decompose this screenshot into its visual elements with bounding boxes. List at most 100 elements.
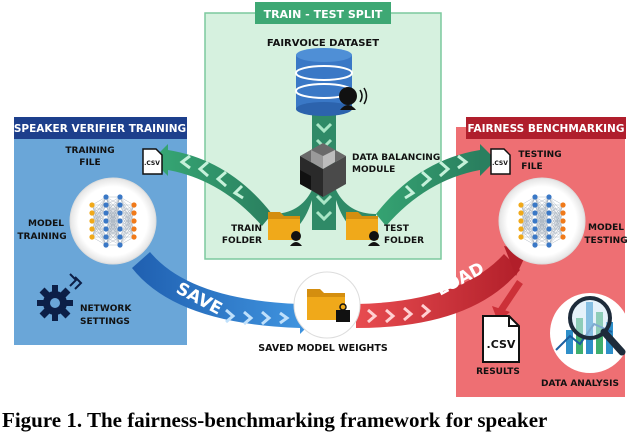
network-edge — [548, 204, 564, 214]
results-label: RESULTS — [476, 367, 520, 377]
train-test-split-title: TRAIN - TEST SPLIT — [264, 8, 383, 21]
network-edge — [520, 236, 536, 246]
network-edge — [91, 236, 107, 246]
network-settings-label-1: NETWORK — [80, 304, 132, 314]
testing-file-label-2: FILE — [521, 162, 542, 172]
network-neuron — [518, 234, 524, 240]
model-training-label-1: MODEL — [28, 219, 64, 229]
train-folder-label-2: FOLDER — [222, 236, 262, 246]
network-neuron — [546, 218, 552, 224]
network-edge — [534, 196, 550, 230]
network-edge — [91, 204, 107, 238]
network-edge — [534, 212, 550, 246]
network-edge — [105, 212, 121, 246]
network-neuron — [103, 194, 109, 200]
training-file-csv-text: .CSV — [144, 160, 160, 167]
test-folder-label-1: TEST — [384, 224, 410, 234]
network-edge — [520, 196, 536, 206]
network-edge — [91, 196, 107, 206]
network-edge — [520, 220, 536, 238]
network-edge — [548, 228, 564, 246]
network-edge — [534, 228, 550, 246]
network-neuron — [117, 242, 123, 248]
network-neuron — [103, 210, 109, 216]
testing-file-csv-text: .CSV — [492, 160, 508, 167]
network-edge — [105, 196, 121, 238]
network-edge — [548, 204, 564, 222]
data-balancing-label-2: MODULE — [352, 165, 395, 175]
train-folder-icon — [268, 212, 302, 246]
network-edge — [520, 212, 536, 238]
network-neuron — [131, 218, 137, 224]
database-icon — [295, 48, 353, 116]
network-neuron — [560, 234, 566, 240]
network-neuron — [117, 202, 123, 208]
network-neuron — [532, 226, 538, 232]
network-neuron — [117, 226, 123, 232]
network-neuron — [131, 226, 137, 232]
network-edge — [105, 236, 121, 246]
figure-caption: Figure 1. The fairness-benchmarking fram… — [2, 408, 548, 432]
network-neuron — [117, 194, 123, 200]
weight-icon — [336, 303, 350, 322]
network-edge — [91, 196, 107, 230]
network-edge — [520, 196, 536, 238]
network-neuron — [117, 210, 123, 216]
network-neuron — [131, 210, 137, 216]
train-folder-label-1: TRAIN — [231, 224, 262, 234]
network-neuron — [518, 226, 524, 232]
network-neuron — [532, 234, 538, 240]
network-neuron — [103, 226, 109, 232]
network-edge — [105, 204, 121, 246]
network-neuron — [117, 234, 123, 240]
data-balancing-label-1: DATA BALANCING — [352, 153, 440, 163]
neural-network-icon — [518, 194, 566, 248]
network-neuron — [532, 210, 538, 216]
network-edge — [105, 196, 121, 206]
network-edge — [91, 196, 107, 214]
network-neuron — [103, 242, 109, 248]
network-neuron — [560, 218, 566, 224]
network-edge — [91, 212, 107, 238]
training-file-label-1: TRAINING — [65, 146, 114, 156]
network-neuron — [89, 218, 95, 224]
network-neuron — [103, 202, 109, 208]
network-edge — [548, 236, 564, 246]
results-file-icon: .CSV — [482, 315, 520, 363]
network-edge — [119, 196, 135, 206]
network-neuron — [546, 226, 552, 232]
fairness-benchmarking-title: FAIRNESS BENCHMARKING — [468, 123, 625, 135]
data-balancing-cube-icon — [300, 143, 346, 197]
network-neuron — [89, 202, 95, 208]
network-neuron — [131, 202, 137, 208]
network-edge — [534, 196, 550, 206]
test-folder-icon — [346, 212, 380, 246]
speaker-head-icon — [339, 87, 368, 110]
network-neuron — [546, 210, 552, 216]
neural-network-icon — [89, 194, 137, 248]
network-edge — [520, 196, 536, 214]
model-training-label-2: TRAINING — [17, 232, 66, 242]
network-neuron — [518, 218, 524, 224]
training-file-icon: .CSV — [142, 148, 163, 175]
speaker-verifier-training-title: SPEAKER VERIFIER TRAINING — [14, 123, 186, 135]
model-training-node — [69, 177, 157, 265]
network-edge — [520, 196, 536, 230]
testing-file-icon: .CSV — [490, 148, 511, 175]
network-edge — [548, 212, 564, 246]
network-neuron — [546, 202, 552, 208]
network-edge — [105, 196, 121, 214]
testing-file-label-1: TESTING — [518, 150, 561, 160]
test-folder-label-2: FOLDER — [384, 236, 424, 246]
network-edge — [91, 196, 107, 238]
network-neuron — [117, 218, 123, 224]
model-testing-label-2: TESTING — [584, 236, 627, 246]
network-edge — [534, 220, 550, 246]
network-edge — [548, 196, 564, 206]
network-neuron — [89, 210, 95, 216]
network-neuron — [518, 210, 524, 216]
network-edge — [548, 220, 564, 246]
network-neuron — [560, 210, 566, 216]
network-edge — [119, 204, 135, 214]
network-neuron — [532, 218, 538, 224]
